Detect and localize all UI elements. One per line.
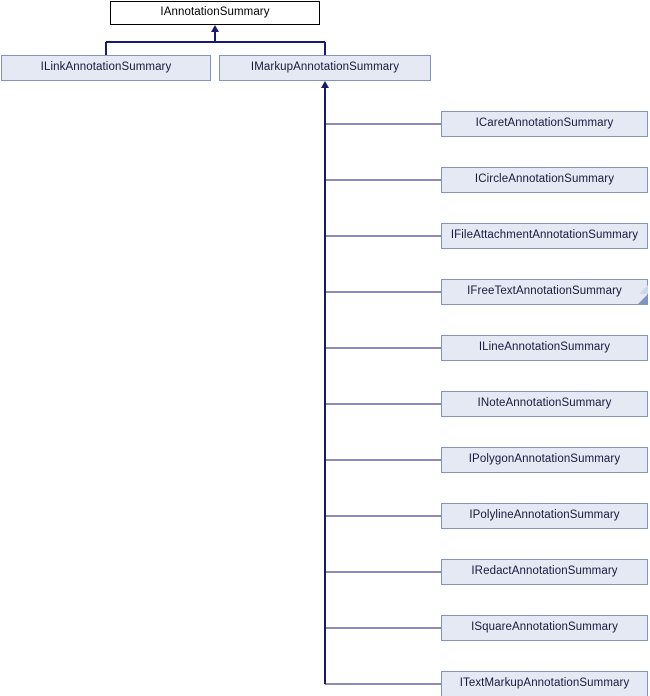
class-label: IFileAttachmentAnnotationSummary bbox=[450, 229, 639, 242]
class-node-level2-1[interactable]: IMarkupAnnotationSummary bbox=[219, 55, 431, 81]
class-label: IPolylineAnnotationSummary bbox=[469, 509, 620, 522]
folded-corner-icon bbox=[637, 285, 648, 305]
class-label: INoteAnnotationSummary bbox=[477, 397, 612, 410]
class-label: IPolygonAnnotationSummary bbox=[468, 453, 621, 466]
class-label: ICircleAnnotationSummary bbox=[474, 173, 615, 186]
class-node-level3-0[interactable]: ICaretAnnotationSummary bbox=[441, 111, 648, 137]
class-label: IRedactAnnotationSummary bbox=[471, 565, 618, 578]
class-label: IFreeTextAnnotationSummary bbox=[467, 285, 622, 298]
class-label: ILinkAnnotationSummary bbox=[40, 61, 172, 74]
class-label: ISquareAnnotationSummary bbox=[471, 621, 618, 634]
class-node-level3-4[interactable]: ILineAnnotationSummary bbox=[441, 335, 648, 361]
class-node-root[interactable]: IAnnotationSummary bbox=[110, 1, 320, 25]
class-node-level2-0[interactable]: ILinkAnnotationSummary bbox=[1, 55, 211, 81]
class-node-level3-9[interactable]: ISquareAnnotationSummary bbox=[441, 615, 648, 641]
class-node-level3-7[interactable]: IPolylineAnnotationSummary bbox=[441, 503, 648, 529]
class-node-level3-6[interactable]: IPolygonAnnotationSummary bbox=[441, 447, 648, 473]
folded-corner-inner-icon bbox=[639, 285, 648, 294]
class-node-level3-5[interactable]: INoteAnnotationSummary bbox=[441, 391, 648, 417]
class-node-level3-2[interactable]: IFileAttachmentAnnotationSummary bbox=[441, 223, 648, 249]
inheritance-arrow-root bbox=[211, 25, 219, 32]
class-node-level3-10[interactable]: ITextMarkupAnnotationSummary bbox=[441, 671, 648, 696]
class-node-level3-8[interactable]: IRedactAnnotationSummary bbox=[441, 559, 648, 585]
class-label: ILineAnnotationSummary bbox=[478, 341, 611, 354]
inheritance-arrow-markup bbox=[321, 81, 329, 88]
class-node-level3-3[interactable]: IFreeTextAnnotationSummary bbox=[441, 279, 648, 305]
class-label: IMarkupAnnotationSummary bbox=[250, 61, 400, 74]
class-label: ITextMarkupAnnotationSummary bbox=[459, 677, 630, 690]
class-label: IAnnotationSummary bbox=[160, 6, 270, 19]
class-label: ICaretAnnotationSummary bbox=[475, 117, 614, 130]
class-node-level3-1[interactable]: ICircleAnnotationSummary bbox=[441, 167, 648, 193]
